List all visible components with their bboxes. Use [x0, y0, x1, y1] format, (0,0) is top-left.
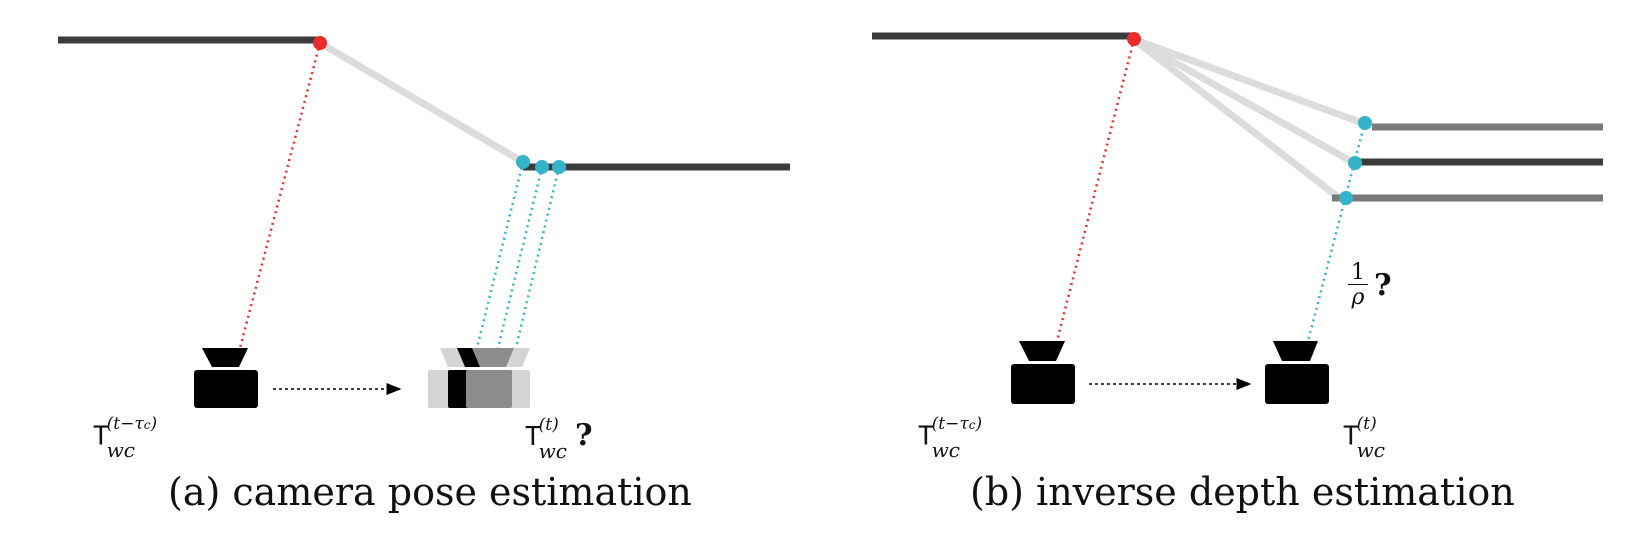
camera-icon-start	[194, 348, 258, 408]
cyan-point-near	[1358, 116, 1372, 130]
inverse-depth-fraction: 1 ρ	[1348, 262, 1368, 309]
cyan-point-mid	[1348, 156, 1362, 170]
red-point-b	[1127, 32, 1141, 46]
pose-label-end-b: T(t)wc	[1343, 414, 1385, 462]
pose-label-start-a: T(t−τc)wc	[93, 414, 158, 462]
camera-icon-end-b	[1265, 341, 1329, 404]
camera-icon-uncertain	[428, 348, 530, 408]
pose-label-start-b: T(t−τc)wc	[918, 414, 983, 462]
cyan-observation-ray-3	[512, 166, 561, 357]
cyan-point-1	[516, 155, 530, 169]
cyan-observation-ray-2	[494, 166, 544, 357]
inverse-depth-question: ?	[1374, 268, 1392, 303]
cyan-observation-ray-1	[473, 161, 525, 357]
cyan-point-2	[535, 160, 549, 174]
hypothesis-ray-near	[1131, 35, 1367, 128]
panel-b	[872, 32, 1603, 404]
cyan-point-far	[1339, 191, 1353, 205]
cyan-point-3	[552, 160, 566, 174]
caption-b: (b) inverse depth estimation	[970, 470, 1515, 514]
camera-icon-start-b	[1011, 341, 1075, 404]
projection-ray-light	[318, 39, 525, 166]
red-point	[313, 36, 327, 50]
hypothesis-ray-mid	[1131, 35, 1358, 168]
caption-a: (a) camera pose estimation	[168, 470, 692, 514]
panel-a	[58, 36, 790, 408]
hypothesis-ray-far	[1130, 36, 1341, 200]
pose-label-end-a: T(t)wc?	[525, 414, 593, 463]
red-observation-ray-b	[1055, 38, 1136, 342]
red-observation-ray	[238, 42, 322, 349]
